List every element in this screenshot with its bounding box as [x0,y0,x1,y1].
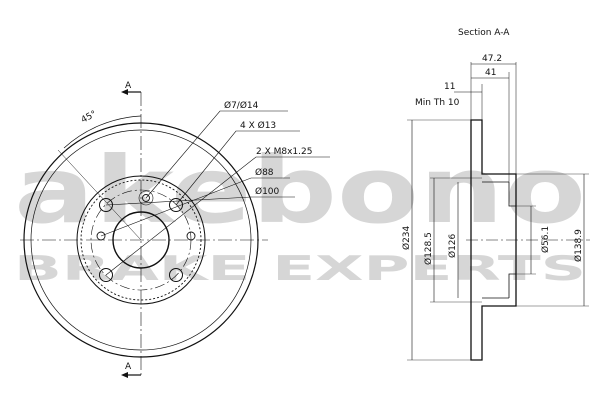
dim-thickness: 11 [444,82,455,92]
disc-outer-edge [23,122,259,358]
dim-overall-width: 47.2 [482,54,502,64]
hub-step-bottom [508,273,516,298]
locating-pin-hole [142,194,150,202]
watermark-brand: akebono [14,137,586,244]
watermark: akebono BRAKE EXPERTS [14,137,586,289]
callout-thread: 2 X M8x1.25 [256,147,312,157]
section-mark-top: A [125,81,132,91]
disc-friction-edge [30,129,252,351]
threaded-hole [186,231,196,241]
dim-hat-inner-diameter: Ø126 [447,233,458,258]
angle-arc [63,115,142,149]
angle-label: 45° [80,109,99,125]
center-bore [112,211,170,269]
hat-outer-edge [76,175,206,305]
hub-step-top [508,182,516,207]
diameter-dimension-lines [407,119,589,361]
watermark-tagline: BRAKE EXPERTS [14,249,586,289]
callout-bolt-circle: Ø100 [255,186,280,197]
dim-hat-outer-diameter: Ø128.5 [423,232,434,265]
callout-bolt-holes: 4 X Ø13 [240,120,276,131]
callout-leaders [100,110,330,276]
hat-fillet [80,179,202,301]
bolt-hole [169,268,183,282]
angle-ray [57,149,142,241]
dim-center-bore: Ø56.1 [540,226,551,253]
bolt-hole [99,268,113,282]
callout-pin-diameter: Ø7/Ø14 [224,100,259,111]
section-mark-bottom: A [125,362,132,372]
locating-pin-counterbore [138,190,154,206]
dim-hat-height: 41 [485,68,496,78]
bolt-hole [169,198,183,212]
bolt-hole [99,198,113,212]
section-view: Section A-A 47.2 41 11 Min Th 10 [401,28,590,361]
dim-outer-diameter: Ø234 [401,225,412,250]
callout-hat-diameter: Ø88 [255,167,274,178]
section-arrow-bottom-icon [121,372,128,378]
section-arrow-top-icon [121,89,128,95]
dim-min-thickness: Min Th 10 [415,98,460,108]
top-dimensions [454,62,517,182]
section-title: Section A-A [458,28,510,38]
dim-hub-face-diameter: Ø138.9 [573,229,584,262]
threaded-hole [96,231,106,241]
